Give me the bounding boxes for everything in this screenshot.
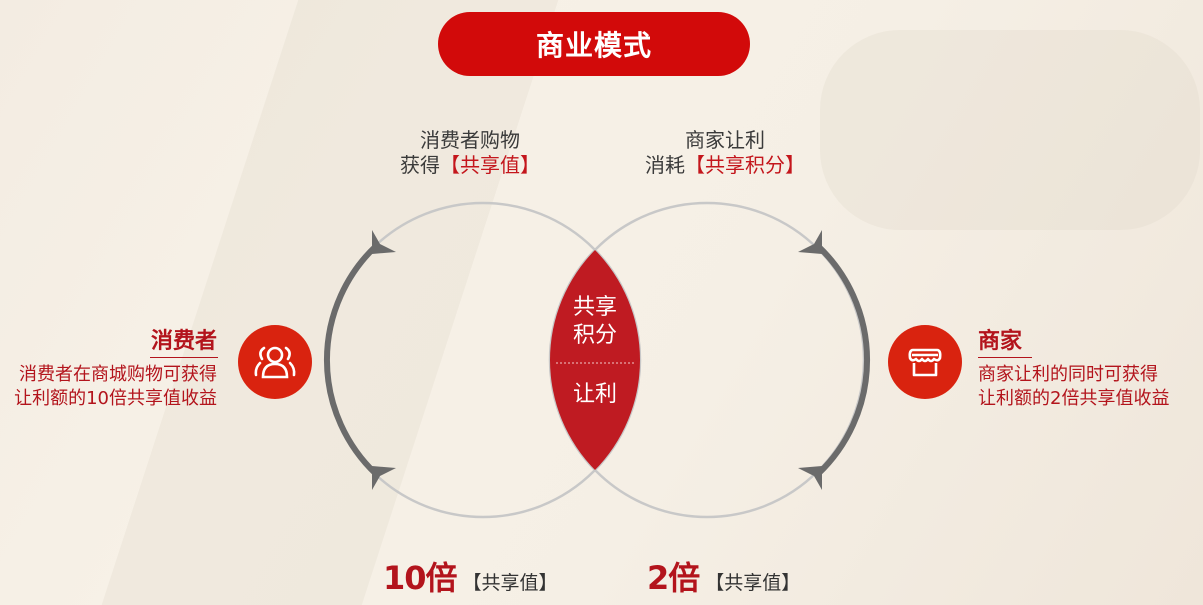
title-text: 商业模式 [535,29,652,62]
lens-text: 共享 [572,295,617,320]
desc-line: 消费者在商城购物可获得 [19,364,217,385]
caption-line: 获得【共享值】 [380,153,560,178]
caption-highlight: 【共享值】 [440,153,540,177]
store-icon [908,348,942,377]
lens-bottom-label: 让利 [555,381,635,409]
arrow-icon [798,466,822,490]
merchant-title: 商家 [978,329,1023,354]
arrow-icon [372,230,396,254]
merchant-multiplier: 2倍 【共享值】 [647,553,800,599]
caption-line: 商家让利 [685,128,765,152]
caption-merchant: 商家让利 消耗【共享积分】 [620,128,830,178]
caption-line: 消费者购物 [420,128,520,152]
desc-line: 让利额的2倍共享值收益 [978,388,1170,409]
caption-prefix: 获得 [400,153,440,177]
consumer-divider [150,357,218,358]
multiplier-unit: 【共享值】 [705,572,801,594]
lens-text: 积分 [572,323,617,348]
caption-consumer: 消费者购物 获得【共享值】 [380,128,560,178]
multiplier-unit: 【共享值】 [462,572,558,594]
arrow-icon [372,466,396,490]
right-arc [815,243,870,477]
lens-text: 让利 [572,382,617,407]
consumer-description: 消费者在商城购物可获得 让利额的10倍共享值收益 [14,363,217,411]
left-arc [324,243,379,477]
consumer-multiplier: 10倍 【共享值】 [383,553,558,599]
consumer-title: 消费者 [150,329,217,354]
desc-line: 商家让利的同时可获得 [978,364,1158,385]
users-icon [254,346,296,379]
page-title: 商业模式 [438,12,750,76]
multiplier-value: 2倍 [647,559,700,597]
consumer-icon-badge [238,325,312,399]
merchant-icon-badge [888,325,962,399]
desc-line: 让利额的10倍共享值收益 [14,388,217,409]
merchant-description: 商家让利的同时可获得 让利额的2倍共享值收益 [978,363,1169,411]
arrow-icon [798,230,822,254]
caption-prefix: 消耗 [645,153,685,177]
lens-top-label: 共享 积分 [555,294,635,350]
background-decoration [820,30,1200,230]
caption-line: 消耗【共享积分】 [620,153,830,178]
caption-highlight: 【共享积分】 [685,153,805,177]
multiplier-value: 10倍 [383,559,458,597]
merchant-divider [978,357,1032,358]
